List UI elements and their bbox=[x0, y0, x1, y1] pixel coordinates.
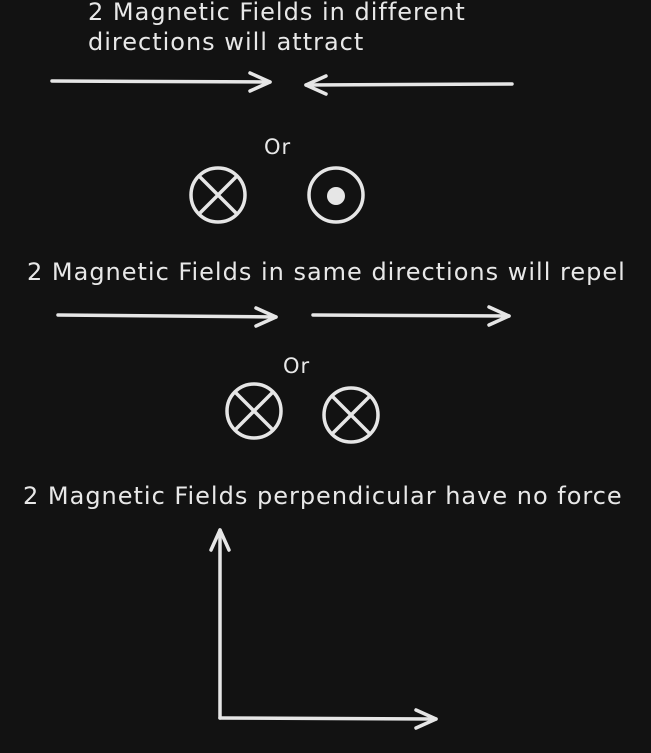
perpendicular-arrow-up bbox=[209, 528, 231, 720]
repel-arrow-left bbox=[56, 306, 278, 328]
attract-title-line1: 2 Magnetic Fields in different bbox=[88, 0, 466, 26]
repel-into-page-icon-1 bbox=[225, 382, 283, 440]
field-into-page-icon bbox=[189, 166, 247, 224]
perpendicular-title: 2 Magnetic Fields perpendicular have no … bbox=[23, 482, 623, 510]
attract-or-label: Or bbox=[264, 135, 292, 159]
repel-arrow-right bbox=[311, 305, 511, 327]
repel-or-label: Or bbox=[283, 354, 311, 378]
perpendicular-arrow-right bbox=[218, 708, 438, 730]
repel-into-page-icon-2 bbox=[322, 386, 380, 444]
field-out-of-page-icon bbox=[307, 166, 365, 224]
attract-title-line2: directions will attract bbox=[88, 28, 365, 56]
attract-arrow-left bbox=[304, 74, 514, 96]
repel-title: 2 Magnetic Fields in same directions wil… bbox=[27, 258, 626, 286]
attract-arrow-right bbox=[50, 71, 272, 93]
